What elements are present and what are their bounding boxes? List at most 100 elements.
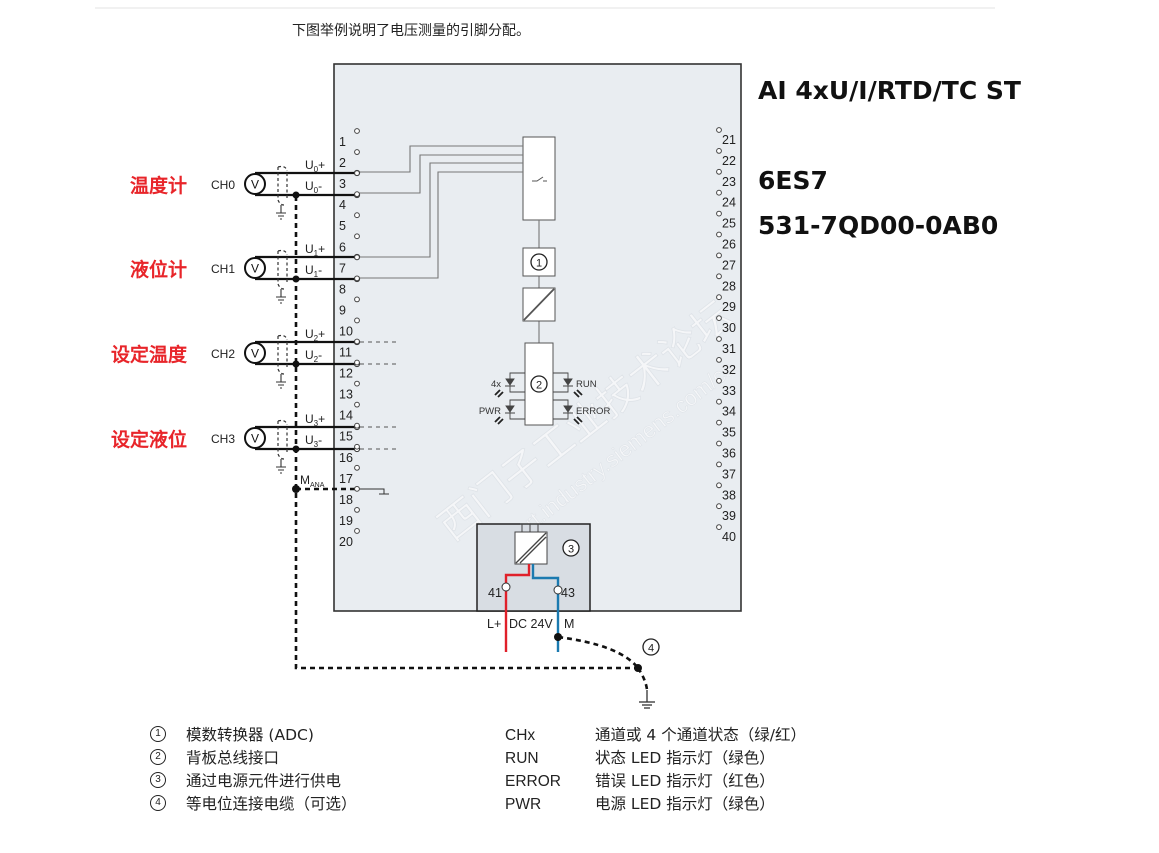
left-pin-terminal (354, 464, 360, 471)
legend-marker-icon: 3 (150, 772, 166, 789)
top-divider (95, 7, 995, 9)
order-prefix: 6ES7 (758, 166, 828, 195)
right-pin-label: 29 (722, 300, 736, 314)
left-pin-label: 8 (339, 282, 346, 296)
channel-id-label: CH3 (211, 432, 235, 446)
right-pin-label: 40 (722, 530, 736, 544)
led-pwr-icon (505, 405, 515, 414)
minus-junction (292, 445, 300, 453)
right-pin-terminal (716, 377, 722, 384)
right-pin-terminal (716, 127, 722, 133)
u-plus-label: U0+ (305, 158, 325, 174)
channel-id-label: CH0 (211, 178, 235, 192)
right-pin-label: 25 (722, 217, 736, 231)
right-pin-label: 23 (722, 175, 736, 189)
left-pin-terminal (354, 191, 360, 198)
minus-junction (292, 191, 300, 199)
right-pin-terminal (716, 210, 722, 217)
right-pin-terminal (716, 168, 722, 175)
voltmeter-symbol: V (251, 432, 259, 446)
channel-sensor-label: 温度计 (130, 174, 187, 197)
voltmeter-symbol: V (251, 347, 259, 361)
right-pin-label: 35 (722, 426, 736, 440)
voltmeter-symbol: V (251, 262, 259, 276)
led-pwr-label: PWR (479, 406, 501, 417)
marker-3-text: 3 (568, 544, 574, 556)
legend-marker-icon: 2 (150, 749, 166, 766)
pin-41-label: 41 (488, 586, 502, 600)
left-pin-terminal (354, 275, 360, 282)
internal-routing (357, 145, 540, 343)
left-pin-label: 20 (339, 535, 353, 549)
module-title: AI 4xU/I/RTD/TC ST (758, 76, 1021, 105)
left-pin-label: 2 (339, 156, 346, 170)
left-pin-label: 10 (339, 324, 353, 338)
left-pin-label: 14 (339, 409, 353, 423)
right-pin-terminal (716, 398, 722, 405)
left-pin-terminal (354, 485, 360, 492)
u-plus-label: U1+ (305, 242, 325, 258)
left-pin-terminal (354, 128, 360, 134)
left-pin-label: 12 (339, 367, 353, 381)
right-pin-label: 33 (722, 384, 736, 398)
led-error-label: ERROR (576, 406, 610, 417)
legend-key: RUN (505, 750, 539, 767)
cable-shield (277, 334, 288, 375)
pins-layer: 1234567891011121314151617181920212223242… (339, 127, 736, 549)
led-error-icon (563, 405, 573, 414)
unused-internal-lines (360, 341, 400, 365)
intro-text: 下图举例说明了电压测量的引脚分配。 (292, 23, 530, 39)
order-number: 531-7QD00-0AB0 (758, 211, 998, 240)
legend-text: 错误 LED 指示灯（红色） (595, 772, 775, 790)
left-pin-label: 16 (339, 451, 353, 465)
cable-shield (277, 165, 288, 206)
isolation-diagonal (523, 288, 555, 321)
marker-4-text: 4 (648, 643, 654, 655)
left-pin-label: 5 (339, 219, 346, 233)
shield-ground-icon (276, 289, 286, 304)
legend-key: CHx (505, 727, 536, 744)
right-pin-label: 39 (722, 509, 736, 523)
right-pin-terminal (716, 294, 722, 301)
u-minus-label: U0- (305, 179, 322, 195)
minus-junction (292, 360, 300, 368)
terminal-43 (553, 585, 563, 595)
right-pin-label: 37 (722, 467, 736, 481)
channel-sensor-label: 设定液位 (111, 428, 187, 451)
cable-shield (277, 249, 288, 290)
channel-sensor-label: 设定温度 (111, 343, 188, 366)
right-pin-terminal (716, 315, 722, 322)
right-pin-terminal (716, 440, 722, 447)
legend-text: 状态 LED 指示灯（绿色） (595, 749, 775, 767)
legend-key: ERROR (505, 773, 561, 790)
u-minus-label: U3- (305, 433, 322, 449)
right-pin-label: 26 (722, 238, 736, 252)
legend-item: RUN 状态 LED 指示灯（绿色） (505, 747, 806, 770)
marker-1-text: 1 (536, 258, 542, 270)
left-pin-label: 3 (339, 177, 346, 191)
marker-2-text: 2 (536, 380, 542, 392)
left-pin-label: 11 (339, 346, 352, 360)
right-pin-terminal (716, 461, 722, 468)
cable-shield (277, 419, 288, 460)
left-pin-label: 6 (339, 240, 346, 254)
shield-ground-icon (276, 205, 286, 220)
right-pin-terminal (716, 419, 722, 426)
channel-id-label: CH2 (211, 347, 235, 361)
right-pin-terminal (716, 148, 722, 154)
right-pin-label: 32 (722, 363, 736, 377)
right-pin-label: 38 (722, 488, 736, 502)
power-converter-diag1 (515, 532, 547, 564)
dc24v-label: DC 24V (509, 617, 553, 631)
mana-junction (292, 485, 300, 493)
right-pin-terminal (716, 252, 722, 259)
led-run-icon (563, 378, 573, 387)
ground-junction (634, 664, 642, 672)
u-minus-label: U1- (305, 263, 322, 279)
left-pin-terminal (354, 422, 360, 429)
